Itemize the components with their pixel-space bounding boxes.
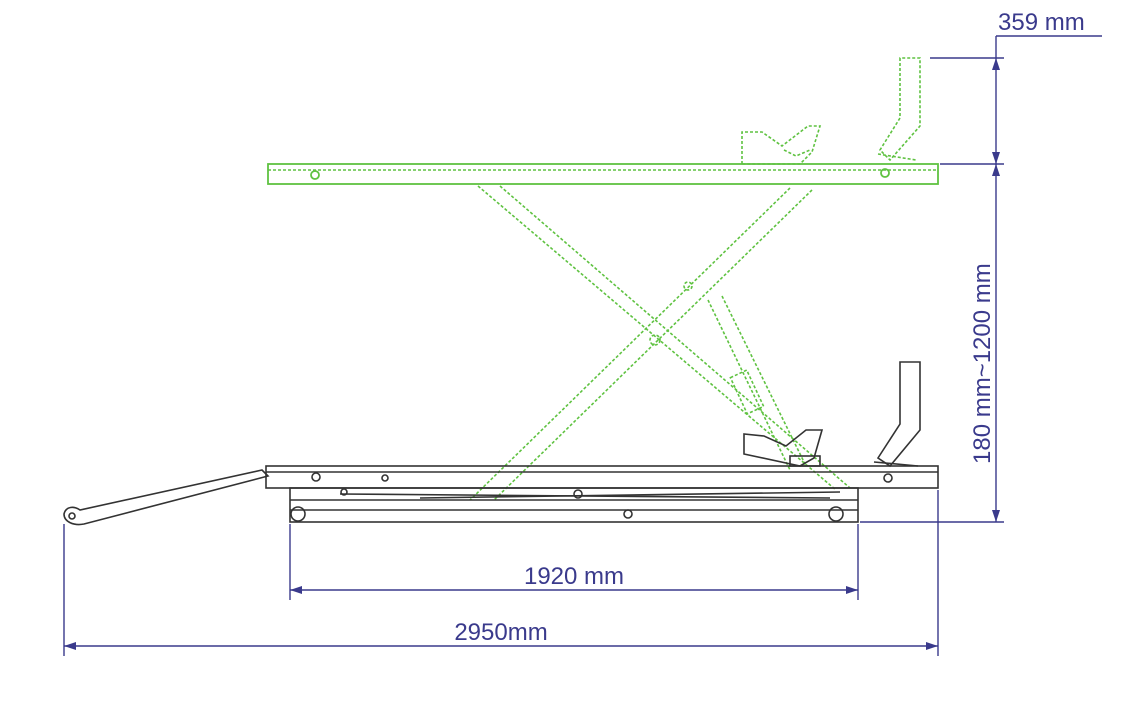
dimension-annotations: 359 mm 180 mm~1200 mm 1920 mm 2950mm [63,9,1102,656]
folded-scissor [339,491,841,499]
dimension-label-overall-length: 2950mm [454,619,547,646]
hydraulic-cylinder [707,295,807,471]
dimension-overall-length: 2950mm [63,490,939,656]
raised-wheel-clamp [741,125,822,165]
base-frame [289,487,859,523]
lowered-front-stop [873,361,921,468]
dimension-handle-height: 359 mm [930,9,1102,165]
lowered-wheel-clamp [743,429,824,467]
dimension-label-lift-range: 180 mm~1200 mm [969,263,996,464]
scissor-arms [469,185,851,501]
dimension-label-handle-height: 359 mm [998,9,1085,36]
dimension-label-platform-length: 1920 mm [524,563,624,590]
dimension-platform-length: 1920 mm [289,524,859,600]
dimension-lift-range: 180 mm~1200 mm [860,164,1004,523]
lowered-lift-assembly [63,361,939,526]
raised-platform [267,163,939,185]
loading-ramp [63,469,270,526]
raised-front-stop [877,57,921,162]
lifted-lift-assembly [267,57,939,501]
